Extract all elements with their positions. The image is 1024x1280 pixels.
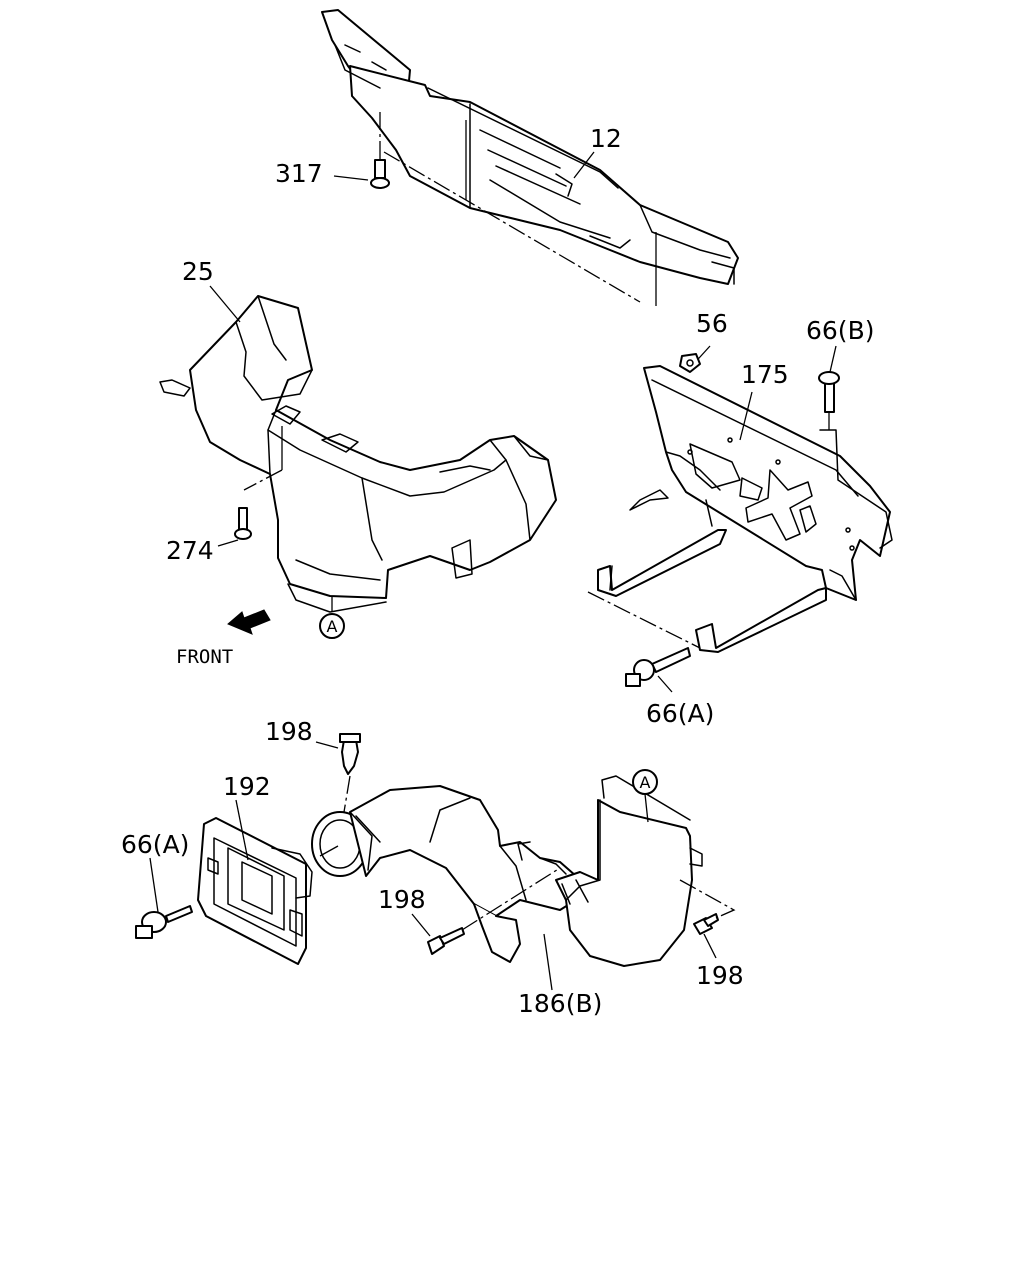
bolt-66b-icon	[818, 371, 840, 413]
dash-12-bottom	[383, 151, 641, 303]
leader-a-lower	[644, 793, 649, 823]
leader-198-top	[315, 741, 339, 749]
callout-66a-left: 66(A)	[121, 830, 189, 859]
clip-198-mid-icon	[427, 927, 465, 955]
leader-66b	[829, 345, 837, 373]
nut-56-icon	[679, 353, 701, 373]
callout-274: 274	[166, 536, 214, 565]
dash-66a-right	[587, 591, 701, 649]
leader-66a-right	[657, 675, 673, 693]
clip-198-top-icon	[339, 733, 361, 775]
dash-198-right	[679, 879, 736, 919]
callout-317: 317	[275, 159, 323, 188]
callout-66b: 66(B)	[806, 316, 874, 345]
part-12-upper-duct	[321, 9, 739, 285]
leader-66a-left	[149, 857, 159, 913]
leader-175	[739, 391, 753, 441]
ref-a-upper: A	[327, 617, 338, 636]
front-label: FRONT	[176, 646, 233, 668]
leader-flange-hose	[319, 845, 339, 857]
callout-25: 25	[182, 257, 214, 286]
callout-192: 192	[223, 772, 271, 801]
leader-317	[333, 175, 369, 181]
leader-186b	[543, 933, 553, 991]
leader-192	[235, 799, 249, 861]
dash-274	[243, 469, 283, 491]
part-175-bracket	[597, 365, 893, 653]
callout-198-top: 198	[265, 717, 313, 746]
leader-198-right	[703, 933, 717, 959]
leader-198-mid	[411, 913, 431, 937]
dash-198-top	[343, 775, 351, 813]
ref-a-lower: A	[640, 773, 651, 792]
callout-186b: 186(B)	[518, 989, 602, 1018]
leader-12	[573, 151, 595, 179]
part-186b-hose	[311, 775, 703, 967]
part-192-flange-frame	[197, 817, 313, 965]
dash-198-mid	[461, 867, 561, 931]
bolt-317-icon	[370, 159, 390, 189]
callout-56: 56	[696, 309, 728, 338]
ref-circle-a-upper	[319, 613, 345, 639]
leader-274	[217, 539, 239, 547]
callout-198-mid: 198	[378, 885, 426, 914]
screw-274-icon	[234, 507, 252, 540]
part-25-lower-duct	[159, 295, 557, 613]
callout-198-right: 198	[696, 961, 744, 990]
callout-66a-right: 66(A)	[646, 699, 714, 728]
callout-12: 12	[590, 124, 622, 153]
front-arrow-icon	[227, 609, 271, 635]
bolt-66a-left-icon	[135, 905, 193, 939]
callout-175: 175	[741, 360, 789, 389]
clip-198-right-icon	[693, 913, 719, 935]
leader-25	[209, 285, 241, 323]
bolt-66a-right-icon	[625, 647, 691, 687]
